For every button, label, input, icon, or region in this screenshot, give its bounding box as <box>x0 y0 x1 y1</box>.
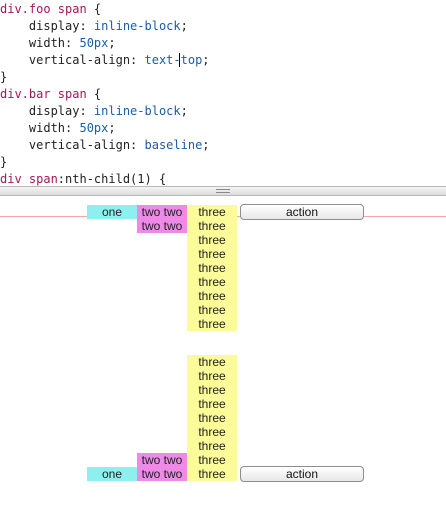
css-editor[interactable]: div.foo span { display: inline-block; wi… <box>0 0 446 186</box>
span-text: three <box>198 317 226 331</box>
code-token: vertical-align: <box>0 138 145 152</box>
code-token: div.bar span <box>0 87 87 101</box>
span-text: three <box>198 247 226 261</box>
foo-action-button[interactable]: action <box>240 204 364 220</box>
code-token: { <box>86 2 102 16</box>
code-token: } <box>0 155 8 169</box>
code-line[interactable]: vertical-align: baseline; <box>0 137 210 154</box>
code-token: display: <box>0 19 94 33</box>
code-token: text-top <box>144 53 203 67</box>
code-line[interactable]: } <box>0 154 7 171</box>
span-text: three <box>198 453 226 467</box>
code-line[interactable]: width: 50px; <box>0 120 116 137</box>
code-token: inline-block <box>93 19 181 33</box>
span-text: three <box>198 397 226 411</box>
code-token: } <box>0 70 8 84</box>
code-token: { <box>86 87 102 101</box>
code-token: width: <box>0 36 80 50</box>
code-token: :nth-child(1) { <box>57 172 167 186</box>
code-token: width: <box>0 121 80 135</box>
code-token: display: <box>0 104 94 118</box>
span-text: three <box>198 383 226 397</box>
bar-span-three: three three three three three three thre… <box>187 355 237 481</box>
code-token: 50px <box>79 121 109 135</box>
pane-splitter[interactable] <box>0 186 446 196</box>
span-text: three <box>198 275 226 289</box>
bar-action-button[interactable]: action <box>240 466 364 482</box>
span-text: two two <box>141 219 183 233</box>
code-line[interactable]: } <box>0 69 7 86</box>
code-line[interactable]: vertical-align: text-top; <box>0 52 210 69</box>
span-text: three <box>198 219 226 233</box>
span-text: three <box>198 355 226 369</box>
span-text: one <box>101 467 123 481</box>
code-token: 50px <box>79 36 109 50</box>
foo-span-three: three three three three three three thre… <box>187 205 237 331</box>
code-token: baseline <box>144 138 203 152</box>
bar-span-two: two two two two <box>137 453 187 481</box>
code-token: ; <box>108 36 116 50</box>
code-token: inline-block <box>93 104 181 118</box>
span-text: three <box>198 369 226 383</box>
code-line[interactable]: display: inline-block; <box>0 103 188 120</box>
span-text: one <box>101 205 123 219</box>
span-text: three <box>198 303 226 317</box>
code-token: ; <box>202 53 210 67</box>
span-text: three <box>198 425 226 439</box>
span-text: three <box>198 233 226 247</box>
code-token: vertical-align: <box>0 53 145 67</box>
code-token: ; <box>180 104 188 118</box>
bar-span-one: one <box>87 467 137 481</box>
code-line[interactable]: div span:nth-child(1) { <box>0 171 166 186</box>
splitter-grip-icon <box>216 189 230 193</box>
code-token: ; <box>180 19 188 33</box>
foo-span-two: two two two two <box>137 205 187 233</box>
span-text: three <box>198 261 226 275</box>
span-text: two two <box>141 467 183 481</box>
code-token: ; <box>202 138 210 152</box>
code-line[interactable]: display: inline-block; <box>0 18 188 35</box>
foo-span-one: one <box>87 205 137 219</box>
span-text: three <box>198 205 226 219</box>
render-preview: one two two two two three three three th… <box>0 196 446 521</box>
span-text: two two <box>141 453 183 467</box>
span-text: three <box>198 439 226 453</box>
span-text: two two <box>141 205 183 219</box>
code-line[interactable]: div.foo span { <box>0 1 101 18</box>
code-line[interactable]: width: 50px; <box>0 35 116 52</box>
code-line[interactable]: div.bar span { <box>0 86 101 103</box>
code-token: div span <box>0 172 58 186</box>
text-caret <box>179 53 180 67</box>
span-text: three <box>198 289 226 303</box>
span-text: three <box>198 411 226 425</box>
span-text: three <box>198 467 226 481</box>
code-token: ; <box>108 121 116 135</box>
code-token: div.foo span <box>0 2 87 16</box>
